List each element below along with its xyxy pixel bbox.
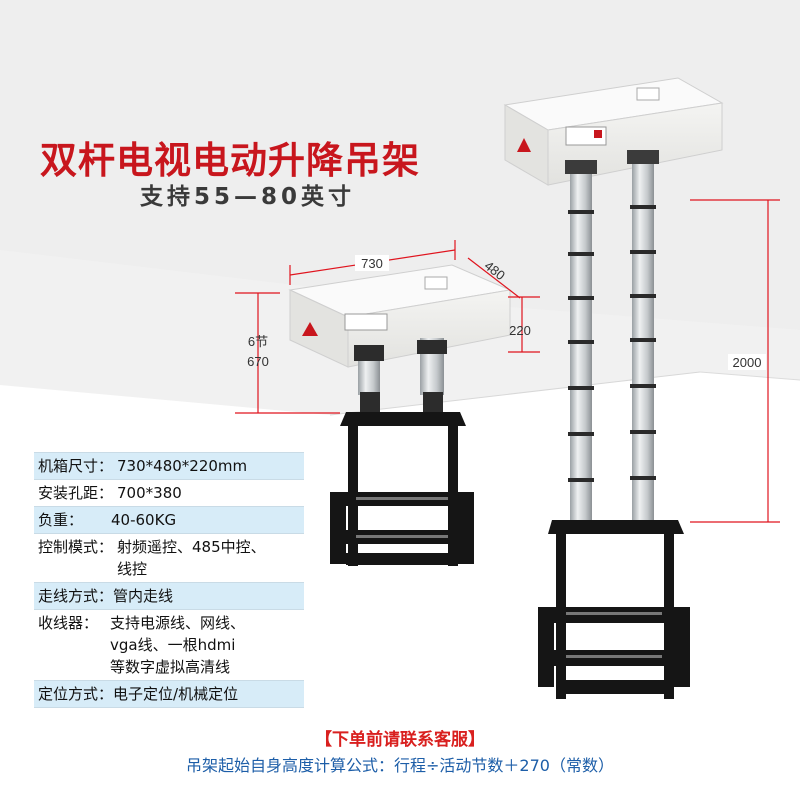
spec-value: 电子定位/机械定位 xyxy=(113,685,239,703)
spec-row: 控制模式： 射频遥控、485中控、 线控 xyxy=(34,534,304,583)
spec-value: 40-60KG xyxy=(111,511,177,529)
large-lift-unit xyxy=(503,77,724,699)
spec-label: 安装孔距： xyxy=(38,484,114,502)
spec-value: 管内走线 xyxy=(113,587,174,605)
depth-label: 480 xyxy=(482,258,508,283)
contact-notice: 【下单前请联系客服】 xyxy=(315,730,485,750)
spec-label: 走线方式： xyxy=(38,587,114,605)
spec-value: 等数字虚拟高清线 xyxy=(110,658,231,676)
spec-table: 机箱尺寸： 730*480*220mm 安装孔距： 700*380 负重： 40… xyxy=(34,452,304,708)
small-travel-label: 670 xyxy=(247,354,269,369)
sections-label: 6节 xyxy=(248,334,268,349)
spec-value: 730*480*220mm xyxy=(117,457,248,475)
spec-row: 定位方式： 电子定位/机械定位 xyxy=(34,681,304,708)
spec-row: 负重： 40-60KG xyxy=(34,507,304,534)
spec-label: 定位方式： xyxy=(38,685,114,703)
spec-value: 支持电源线、网线、 xyxy=(110,614,246,632)
large-travel-label: 2000 xyxy=(733,355,762,370)
spec-label: 控制模式： xyxy=(38,538,114,556)
width-label: 730 xyxy=(361,256,383,271)
spec-label: 机箱尺寸： xyxy=(38,457,114,475)
spec-label: 负重： xyxy=(38,511,84,529)
spec-value: vga线、一根hdmi xyxy=(110,636,236,654)
spec-row: 走线方式： 管内走线 xyxy=(34,583,304,610)
page-title: 双杆电视电动升降吊架 xyxy=(40,139,420,182)
spec-row: 机箱尺寸： 730*480*220mm xyxy=(34,453,304,480)
spec-value: 线控 xyxy=(117,560,148,578)
spec-row: 安装孔距： 700*380 xyxy=(34,480,304,507)
height-label: 220 xyxy=(509,323,531,338)
spec-row: 收线器： 支持电源线、网线、 vga线、一根hdmi 等数字虚拟高清线 xyxy=(34,610,304,681)
page-subtitle: 支持55—80英寸 xyxy=(140,184,356,210)
spec-label: 收线器： xyxy=(38,614,99,632)
small-lift-unit xyxy=(288,264,512,566)
height-formula: 吊架起始自身高度计算公式：行程÷活动节数＋270（常数） xyxy=(186,756,614,775)
spec-value: 射频遥控、485中控、 xyxy=(117,538,266,556)
spec-value: 700*380 xyxy=(117,484,182,502)
